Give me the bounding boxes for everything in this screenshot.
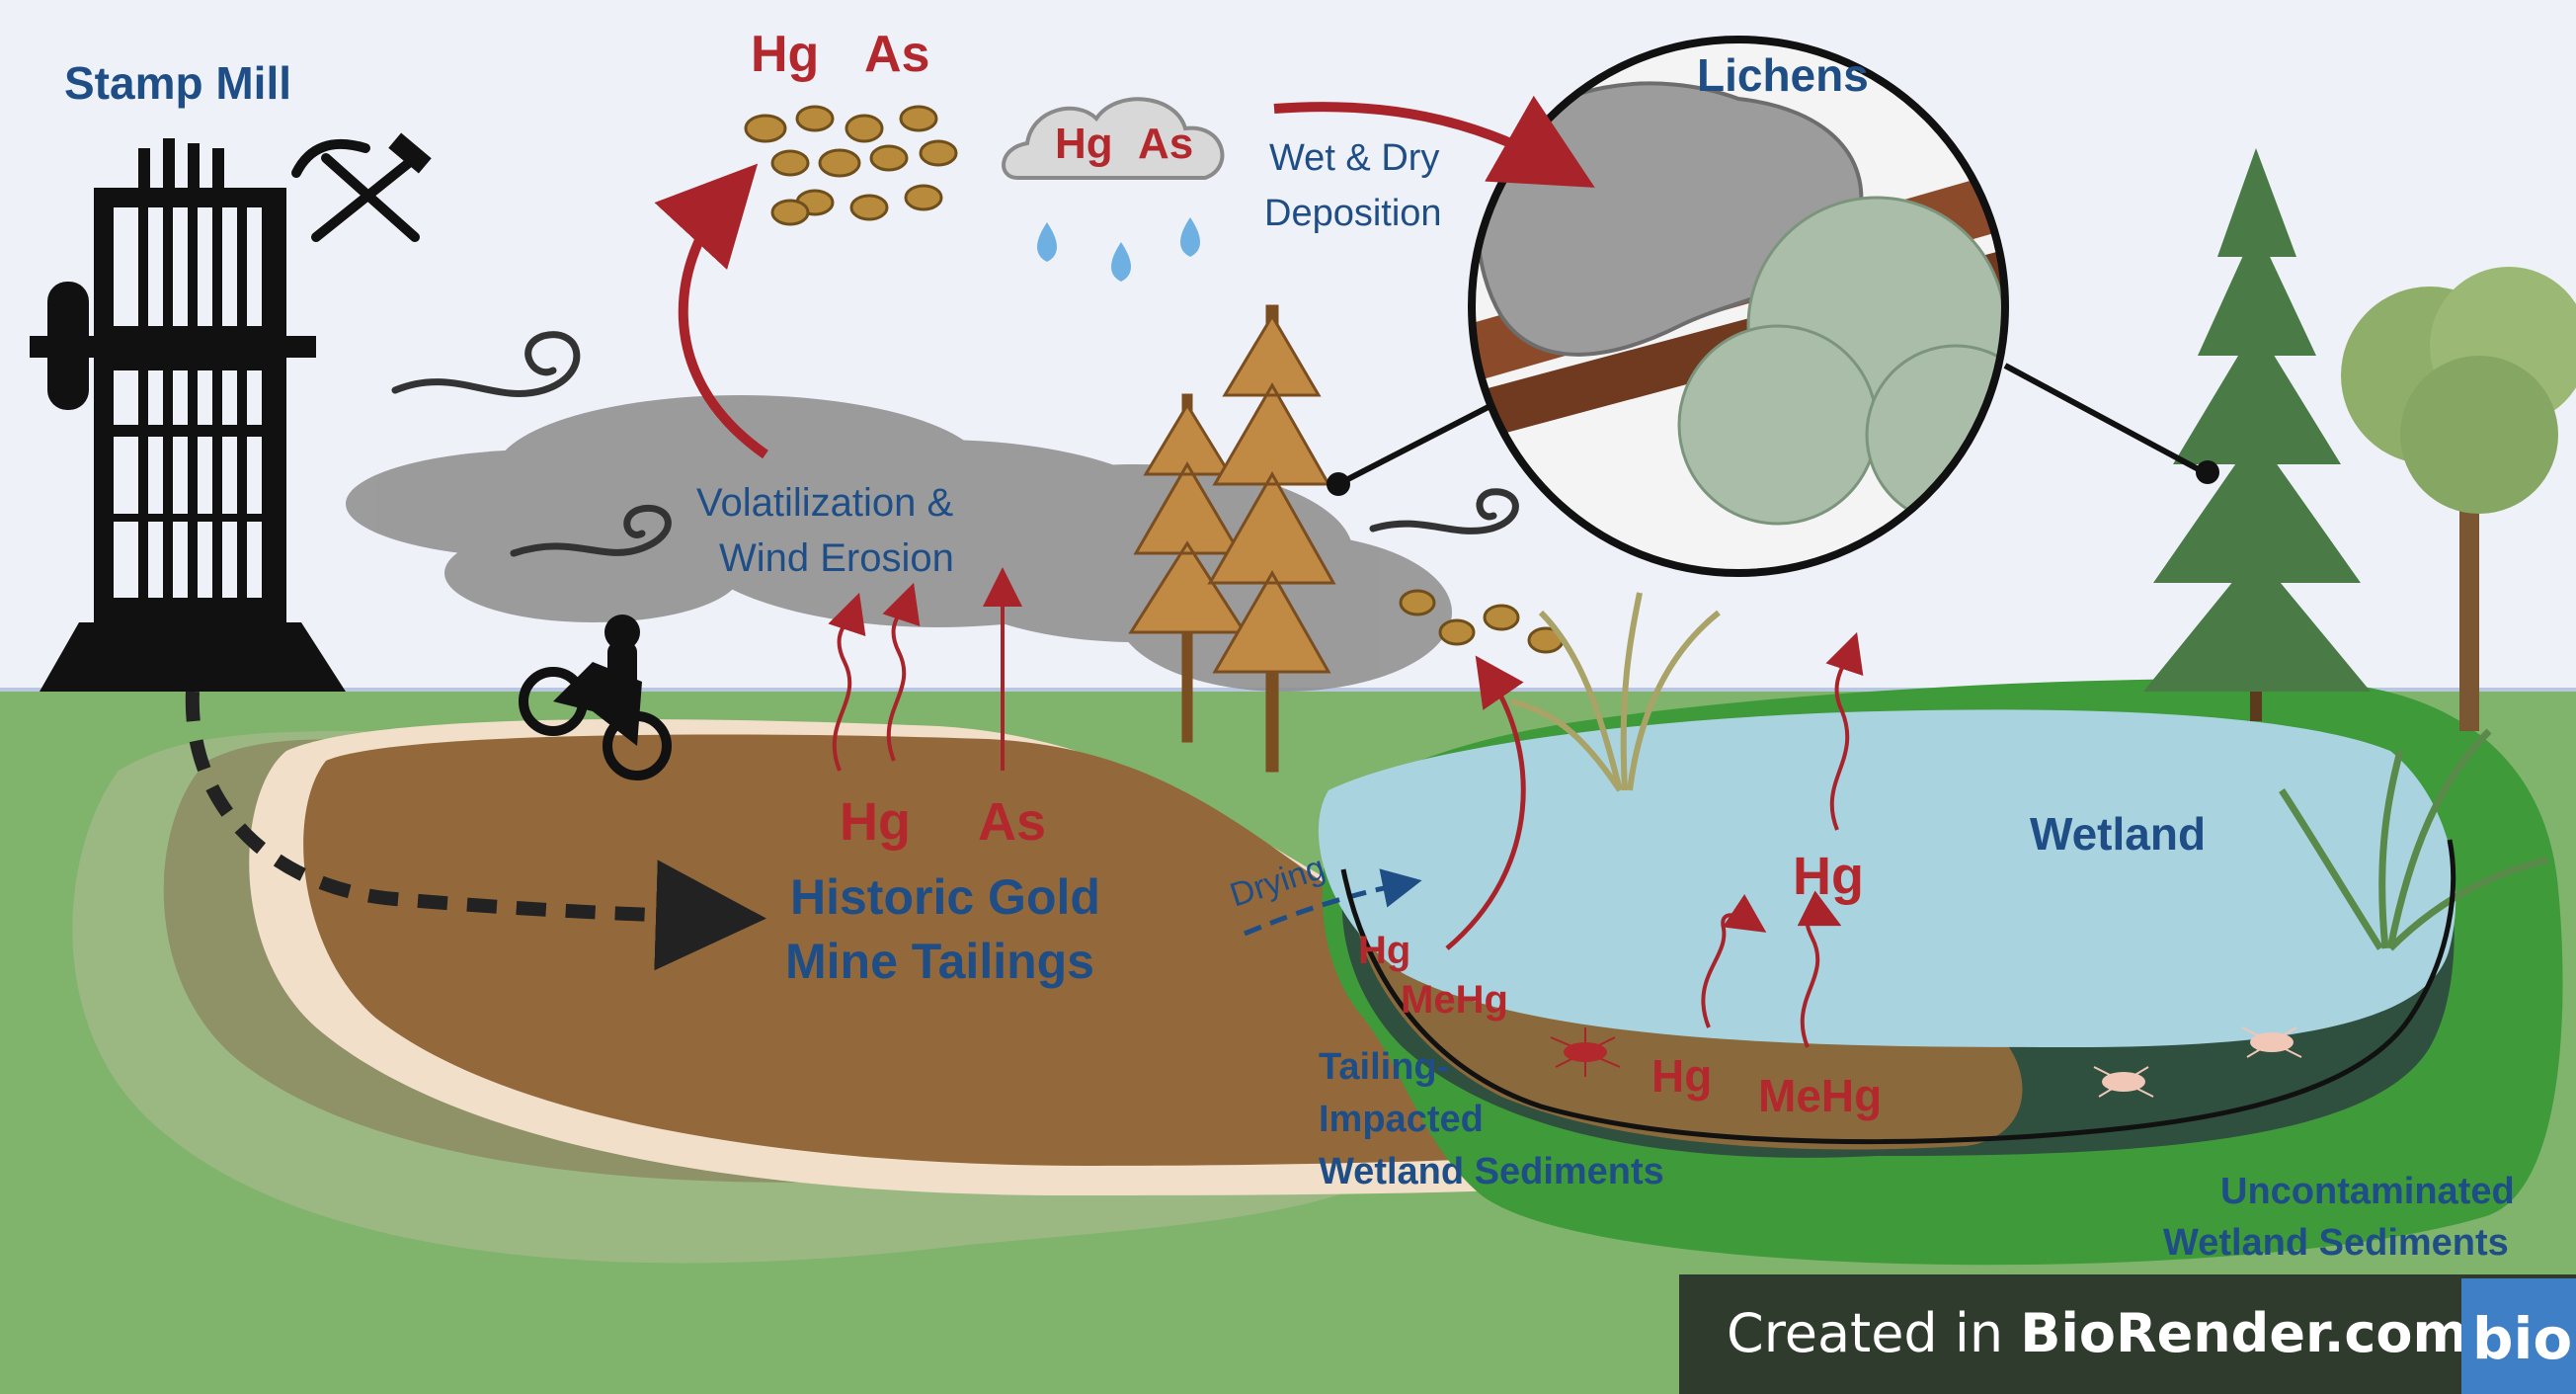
biorender-logo-text: bio <box>2472 1305 2572 1372</box>
lens-connector-left <box>1336 392 1513 487</box>
raindrop-icon <box>1037 217 1200 282</box>
wetland-water <box>1318 709 2456 1047</box>
badge-brand: BioRender.com <box>2020 1302 2468 1364</box>
volatilization-label-line2: Wind Erosion <box>719 536 954 580</box>
wetland-emission-arrow <box>1445 655 1526 950</box>
sediment-hg-label: Hg <box>1651 1050 1712 1102</box>
uncontaminated-label-line1: Uncontaminated <box>2220 1171 2515 1212</box>
stamp-mill-label: Stamp Mill <box>64 57 291 109</box>
cloud-hg-label: Hg <box>1055 120 1113 168</box>
tailings-label-line2: Mine Tailings <box>785 934 1094 989</box>
hg-as-particles-icon <box>744 105 958 226</box>
sediment-boundary <box>1340 839 2456 1145</box>
deposition-label-line2: Deposition <box>1264 193 1442 234</box>
deposition-arrow <box>1273 95 1595 188</box>
lens-connector-right <box>2003 363 2210 477</box>
impacted-sediments-label-line1: Tailing- <box>1319 1046 1449 1088</box>
particles-as-label: As <box>864 26 929 83</box>
wetland-label: Wetland <box>2030 808 2206 860</box>
impacted-sediments-label-line2: Impacted <box>1319 1099 1484 1140</box>
deposition-particles-icon <box>1399 589 1565 654</box>
badge-prefix-text: Created in <box>1727 1302 2020 1364</box>
particles-hg-label: Hg <box>751 26 819 83</box>
uncontaminated-label-line2: Wetland Sediments <box>2163 1222 2509 1264</box>
volatilization-arrow <box>654 163 768 459</box>
badge-panel <box>1679 1274 2576 1394</box>
pickaxe-hammer-icon <box>291 132 432 242</box>
impacted-hg-label: Hg <box>1358 929 1410 972</box>
lichens-label: Lichens <box>1697 49 1869 101</box>
lens-connector-left-dot <box>1327 472 1350 496</box>
tailings-as-label: As <box>978 792 1046 852</box>
lens-connector-right-dot <box>2196 460 2219 484</box>
deposition-label-line1: Wet & Dry <box>1269 137 1439 179</box>
stamp-mill-icon <box>30 138 346 692</box>
badge-prefix: Created in BioRender.com <box>1727 1302 2468 1364</box>
conifer-tree-icon <box>2143 148 2371 721</box>
tailings-flow-arrow <box>185 691 766 971</box>
sedge-grass-icon <box>2279 728 2549 951</box>
microbe-icon <box>1550 1026 2302 1098</box>
deciduous-tree-icon <box>2341 267 2576 731</box>
emission-squiggle-arrows <box>828 567 1864 1048</box>
impacted-mehg-label: MeHg <box>1401 978 1508 1022</box>
wind-icon <box>391 331 1519 557</box>
impacted-sediments-label-line3: Wetland Sediments <box>1319 1151 1664 1192</box>
drying-arrow <box>1244 868 1422 937</box>
dead-tree-icon <box>1128 304 1336 773</box>
tailings-hg-label: Hg <box>840 792 911 852</box>
tailings-label-line1: Historic Gold <box>790 869 1100 925</box>
biorender-logo-icon <box>2461 1278 2576 1394</box>
cloud-icon <box>1002 97 1225 180</box>
motorbike-icon <box>519 615 672 780</box>
volatilization-label-line1: Volatilization & <box>696 481 953 525</box>
lichen-magnifier <box>1468 36 2009 577</box>
cloud-as-label: As <box>1138 120 1193 168</box>
wetland-hg-label: Hg <box>1793 847 1864 906</box>
sediment-mehg-label: MeHg <box>1758 1070 1882 1121</box>
reed-grass-icon <box>1510 592 1721 792</box>
